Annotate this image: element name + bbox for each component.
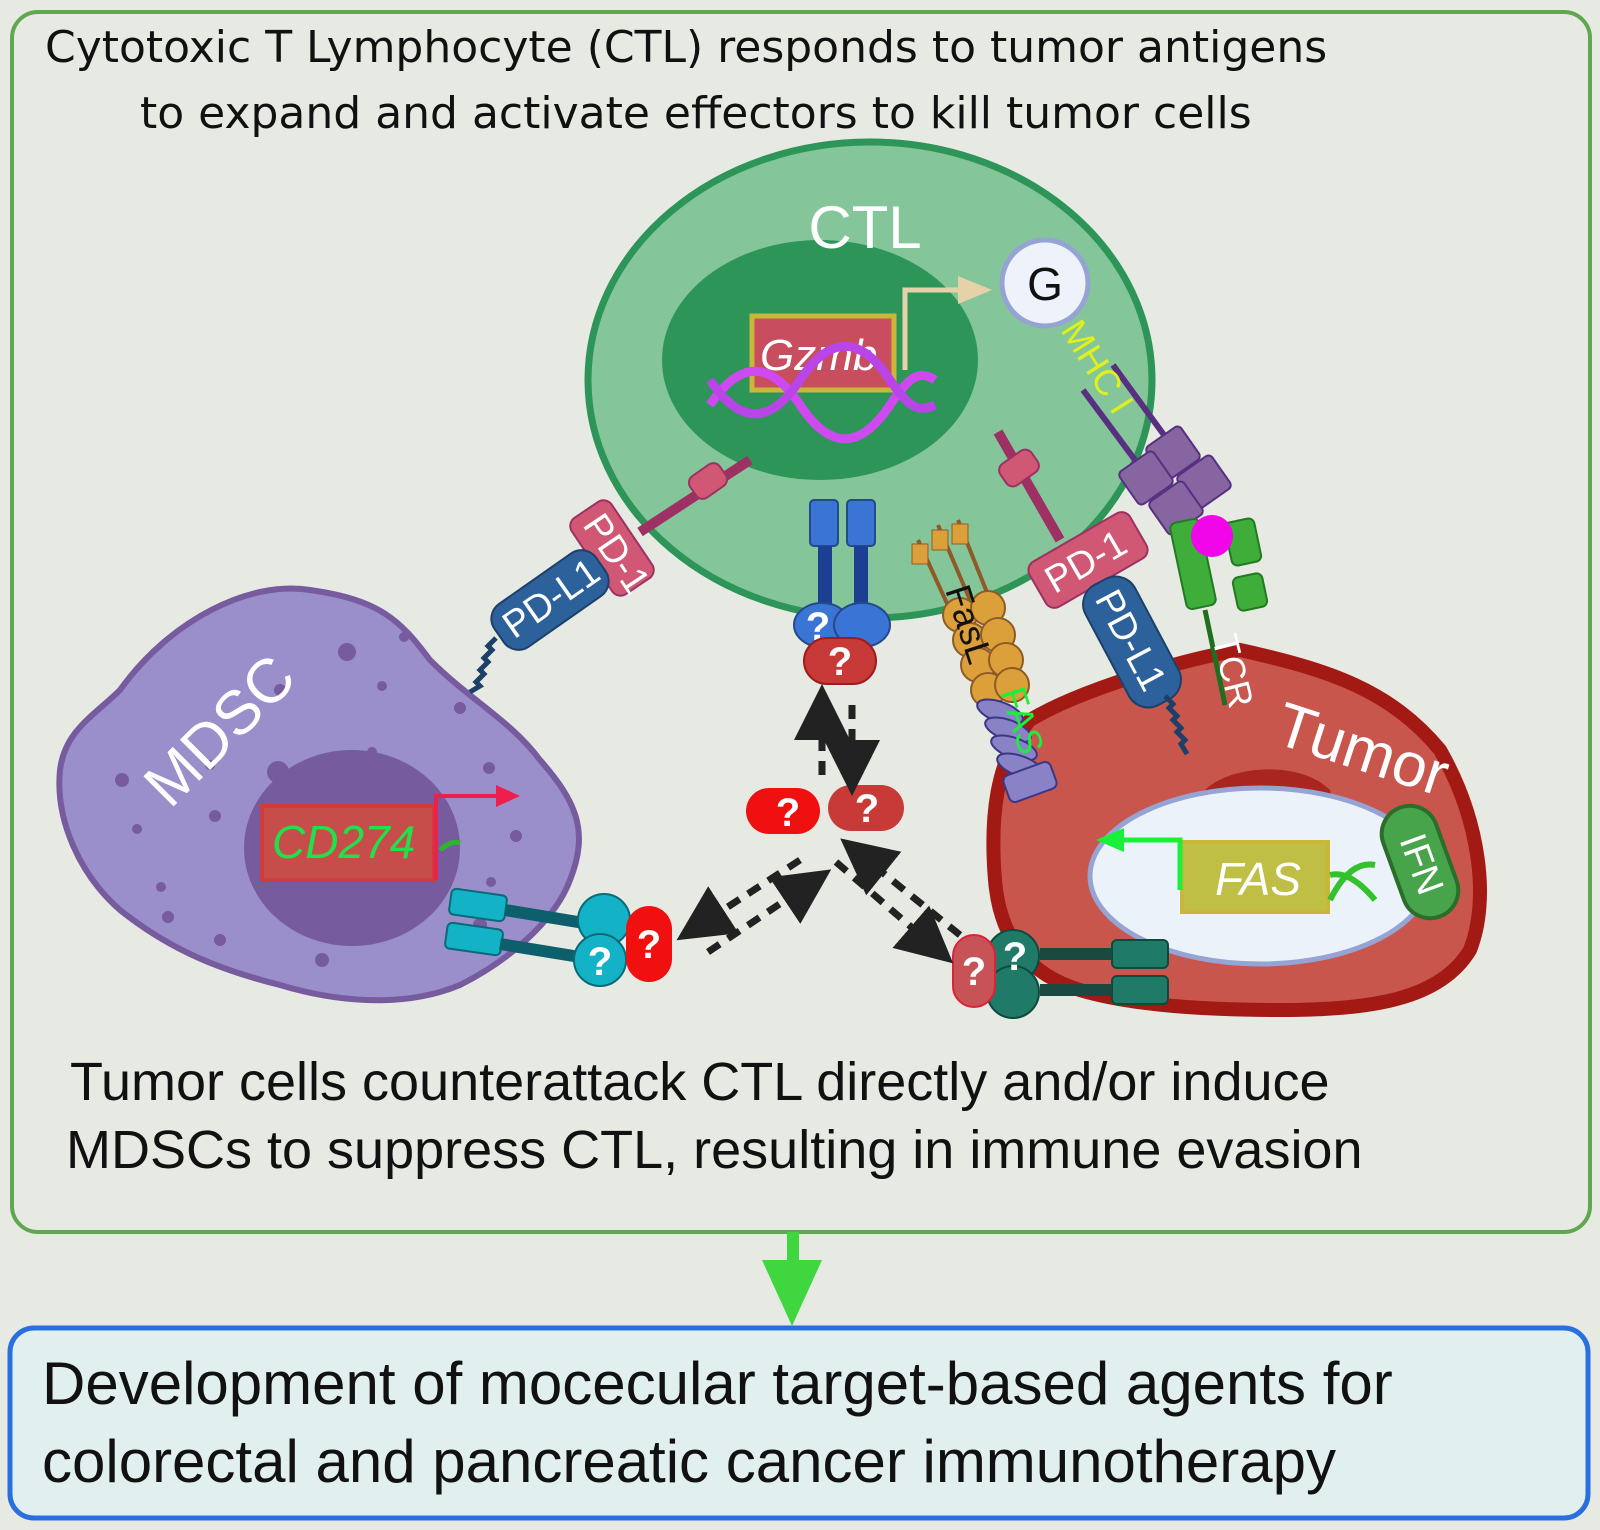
middle-caption-line1: Tumor cells counterattack CTL directly a…: [70, 1052, 1330, 1112]
granzyme-b-product-label: G: [1027, 258, 1063, 310]
svg-text:?: ?: [855, 787, 879, 831]
tumor-ligand-unknown-badge: [952, 934, 996, 1008]
flow-down-arrow-icon: [762, 1232, 822, 1326]
bottom-caption-line1: Development of mocecular target-based ag…: [42, 1350, 1393, 1417]
top-caption-line1: Cytotoxic T Lymphocyte (CTL) responds to…: [45, 22, 1327, 73]
cd274-transcription-arrow: [434, 794, 500, 880]
mdsc-cell: MDSC CD274: [56, 585, 582, 1004]
top-caption-line2: to expand and activate effectors to kill…: [140, 88, 1252, 139]
arrow-to-mdsc: [676, 857, 802, 941]
fas-gene-box: [1180, 840, 1330, 914]
granzyme-b-product-icon: [999, 237, 1091, 329]
ifn-molecule: IFN: [1379, 803, 1461, 921]
mediator-unknown-badge-2: [828, 785, 904, 831]
ctl-cell: CTL Gzmb G: [584, 138, 1156, 622]
gzmb-transcription-arrow: [902, 287, 960, 370]
tumor-cell: Tumor FAS IFN: [986, 642, 1487, 1018]
svg-text:?: ?: [962, 950, 986, 994]
antigen-icon: [1191, 515, 1233, 557]
svg-text:?: ?: [828, 640, 852, 684]
middle-caption-line2: MDSCs to suppress CTL, resulting in immu…: [66, 1120, 1363, 1180]
svg-text:?: ?: [588, 940, 612, 984]
arrow-from-mdsc: [706, 869, 832, 955]
dna-helix-icon: [706, 366, 938, 444]
svg-text:?: ?: [776, 791, 800, 835]
cd274-gene-label: CD274: [272, 816, 415, 868]
ctl-label: CTL: [808, 194, 921, 261]
cd274-gene-box: [260, 804, 436, 882]
dashed-interaction-arrows: [676, 684, 963, 964]
bottom-panel-frame: [7, 1325, 1591, 1521]
fas-gene-label: FAS: [1215, 853, 1301, 905]
mdsc-ligand-unknown-badge: [626, 906, 672, 982]
arrow-to-tumor: [833, 859, 954, 964]
arrow-from-tumor: [840, 838, 963, 938]
mdsc-unknown-receptor: ? ?: [444, 887, 672, 987]
mediator-unknown-badge-1: [746, 788, 820, 834]
svg-text:?: ?: [637, 923, 661, 967]
svg-text:?: ?: [1003, 935, 1027, 979]
bottom-caption-line2: colorectal and pancreatic cancer immunot…: [42, 1428, 1336, 1495]
fas-transcription-arrow: [1120, 837, 1183, 890]
central-unknown-mediators: ? ?: [746, 785, 904, 835]
tumor-unknown-receptor: ? ?: [952, 929, 1169, 1019]
